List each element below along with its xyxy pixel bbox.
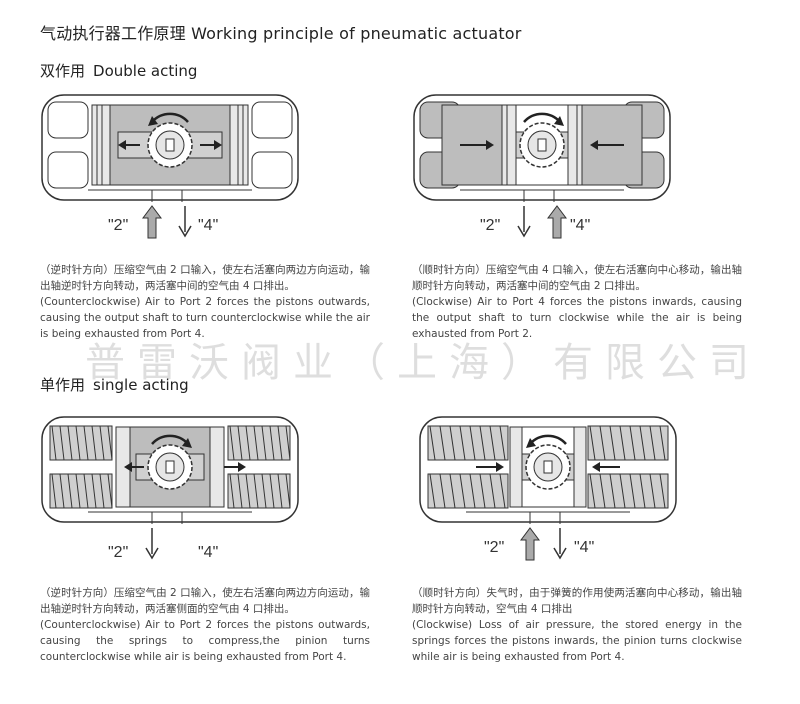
output-shaft [165, 460, 175, 474]
description-en: (Clockwise) Loss of air pressure, the st… [412, 619, 742, 663]
port-4-inlet-arrow [547, 205, 567, 239]
right-springs [227, 425, 291, 509]
end-cap [47, 101, 89, 139]
left-piston [91, 104, 111, 186]
double-acting-cw-diagram: "2" "4" [413, 94, 671, 239]
heading-en: Double acting [93, 62, 198, 80]
port-4-label: "4" [198, 544, 218, 561]
double-acting-cw-description: （顺时针方向）压缩空气由 4 口输入，使左右活塞向中心移动，输出轴顺时针方向转动… [412, 262, 742, 342]
double-acting-ccw-diagram: "2" "4" [41, 94, 299, 239]
description-cn: （逆时针方向）压缩空气由 2 口输入，使左右活塞向两边方向运动，输出轴逆时针方向… [40, 264, 370, 292]
description-en: (Clockwise) Air to Port 4 forces the pis… [412, 296, 742, 340]
single-acting-cw-description: （顺时针方向）失气时，由于弹簧的作用使两活塞向中心移动，输出轴顺时针方向转动，空… [412, 585, 742, 665]
cw-rotation-arrow [523, 112, 561, 123]
left-piston [501, 104, 517, 186]
output-shaft [165, 138, 175, 152]
port-4-label: "4" [574, 539, 594, 556]
single-acting-cw-diagram: "2" "4" [419, 416, 677, 561]
section-heading-single-acting: 单作用 single acting [40, 374, 189, 395]
description-en: (Counterclockwise) Air to Port 2 forces … [40, 619, 370, 663]
section-heading-double-acting: 双作用 Double acting [40, 60, 197, 81]
port-2-inlet-arrow [142, 205, 162, 239]
heading-cn: 双作用 [40, 62, 86, 80]
description-cn: （顺时针方向）压缩空气由 4 口输入，使左右活塞向中心移动，输出轴顺时针方向转动… [412, 264, 742, 292]
left-springs [49, 425, 113, 509]
single-acting-ccw-diagram: "2" "4" [41, 416, 299, 561]
right-piston [229, 104, 249, 186]
output-shaft [537, 138, 547, 152]
port-2-label: "2" [108, 217, 128, 234]
end-cap [251, 151, 293, 189]
heading-cn: 单作用 [40, 376, 86, 394]
heading-en: single acting [93, 376, 189, 394]
ccw-rotation-arrow [151, 112, 189, 123]
right-springs [587, 425, 669, 509]
double-acting-ccw-description: （逆时针方向）压缩空气由 2 口输入，使左右活塞向两边方向运动，输出轴逆时针方向… [40, 262, 370, 342]
description-cn: （顺时针方向）失气时，由于弹簧的作用使两活塞向中心移动，输出轴顺时针方向转动，空… [412, 587, 742, 615]
port-2-arrow [520, 527, 540, 561]
output-shaft [543, 460, 553, 474]
port-4-label: "4" [570, 217, 590, 234]
port-2-label: "2" [480, 217, 500, 234]
rotation-arrow [151, 434, 189, 445]
description-cn: （逆时针方向）压缩空气由 2 口输入，使左右活塞向两边方向运动，输出轴逆时针方向… [40, 587, 370, 615]
end-cap [251, 101, 293, 139]
left-piston [509, 426, 523, 508]
left-springs [427, 425, 509, 509]
port-4-label: "4" [198, 217, 218, 234]
right-piston [573, 426, 587, 508]
right-piston [567, 104, 583, 186]
rotation-arrow [529, 434, 567, 445]
port-2-label: "2" [108, 544, 128, 561]
page-title: 气动执行器工作原理 Working principle of pneumatic… [40, 24, 522, 43]
single-acting-ccw-description: （逆时针方向）压缩空气由 2 口输入，使左右活塞向两边方向运动，输出轴逆时针方向… [40, 585, 370, 665]
right-piston [209, 426, 225, 508]
port-2-label: "2" [484, 539, 504, 556]
description-en: (Counterclockwise) Air to Port 2 forces … [40, 296, 370, 340]
end-cap [47, 151, 89, 189]
